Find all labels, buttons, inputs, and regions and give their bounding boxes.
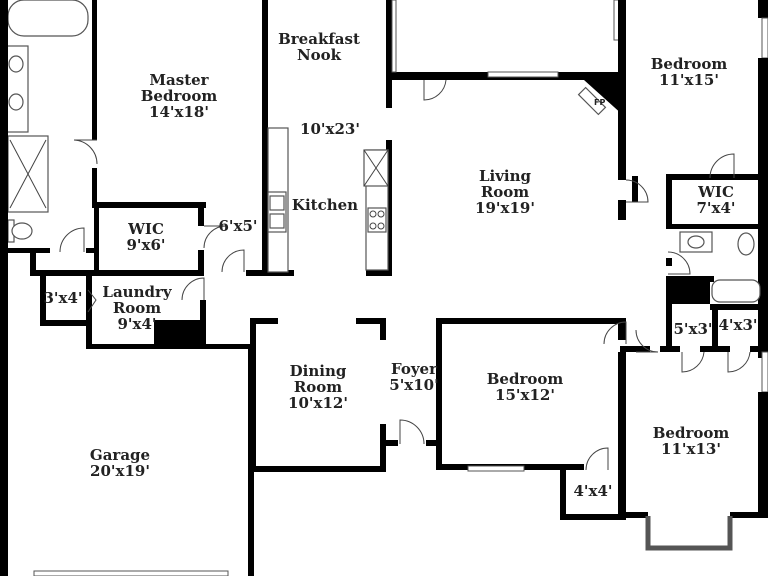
room-living-room: Living Room 19'x19' bbox=[475, 168, 535, 216]
room-bedroom-se: Bedroom 11'x13' bbox=[653, 425, 730, 457]
room-breakfast-nook: Breakfast Nook bbox=[274, 31, 364, 63]
room-name: WIC bbox=[128, 220, 164, 238]
room-laundry: Laundry Room 9'x4' bbox=[97, 284, 177, 332]
room-closet-5x3: 5'x3' bbox=[673, 321, 712, 337]
bathtub-icon bbox=[7, 0, 89, 37]
master-bath-fixtures bbox=[5, 0, 89, 243]
room-name: Breakfast Nook bbox=[278, 30, 360, 64]
room-master-bedroom: Master Bedroom 14'x18' bbox=[139, 72, 219, 120]
room-dimensions: 11'x13' bbox=[661, 440, 721, 458]
room-dimensions: 5'x3' bbox=[673, 320, 713, 338]
room-name: Foyer bbox=[390, 360, 437, 378]
fireplace-label: FP bbox=[594, 98, 606, 107]
room-name: Laundry Room bbox=[102, 283, 172, 317]
room-dimensions: 9'x4' bbox=[117, 315, 157, 333]
bathtub-icon bbox=[711, 279, 761, 303]
room-dimensions: 15'x12' bbox=[495, 386, 555, 404]
room-name: Master Bedroom bbox=[140, 71, 218, 105]
room-name: Bedroom bbox=[486, 370, 564, 388]
room-dimensions: 4'x4' bbox=[573, 482, 613, 500]
doors bbox=[59, 79, 751, 471]
sink-icon bbox=[8, 93, 24, 111]
fireplace bbox=[584, 80, 624, 116]
room-dimensions: 7'x4' bbox=[696, 199, 736, 217]
room-dimensions: 20'x19' bbox=[90, 462, 150, 480]
toilet-bowl-icon bbox=[11, 222, 33, 240]
room-name: Living Room bbox=[478, 167, 532, 201]
room-name: WIC bbox=[698, 183, 734, 201]
sink-icon bbox=[8, 55, 24, 73]
room-nook-dimensions: 10'x23' bbox=[300, 121, 360, 137]
room-dimensions: 14'x18' bbox=[149, 103, 209, 121]
room-dimensions: 5'x10' bbox=[389, 376, 439, 394]
room-dimensions: 11'x15' bbox=[659, 71, 719, 89]
room-dimensions: 6'x5' bbox=[218, 217, 258, 235]
room-dimensions: 10'x12' bbox=[288, 394, 348, 412]
room-name: Garage bbox=[89, 446, 151, 464]
room-closet-3x4: 3'x4' bbox=[43, 290, 82, 306]
room-name: Kitchen bbox=[291, 196, 359, 214]
room-closet-6x5: 6'x5' bbox=[218, 218, 257, 234]
room-garage: Garage 20'x19' bbox=[90, 447, 150, 479]
room-closet-4x3: 4'x3' bbox=[718, 317, 757, 333]
room-name: Bedroom bbox=[652, 424, 730, 442]
room-kitchen: Kitchen bbox=[292, 197, 358, 213]
room-dimensions: 10'x23' bbox=[300, 120, 360, 138]
room-name: Bedroom bbox=[650, 55, 728, 73]
room-dimensions: 19'x19' bbox=[475, 199, 535, 217]
room-closet-4x4: 4'x4' bbox=[573, 483, 612, 499]
toilet-icon bbox=[737, 232, 755, 256]
room-bedroom-ne: Bedroom 11'x15' bbox=[651, 56, 728, 88]
stove-icon bbox=[367, 207, 387, 233]
room-dimensions: 9'x6' bbox=[126, 236, 166, 254]
room-wic-master: WIC 9'x6' bbox=[126, 221, 165, 253]
room-bedroom-mid: Bedroom 15'x12' bbox=[487, 371, 564, 403]
kitchen-sink-icon bbox=[269, 195, 285, 211]
room-name: Dining Room bbox=[289, 362, 347, 396]
room-dimensions: 3'x4' bbox=[43, 289, 83, 307]
room-foyer: Foyer 5'x10' bbox=[389, 361, 438, 393]
room-dining: Dining Room 10'x12' bbox=[288, 363, 348, 411]
room-dimensions: 4'x3' bbox=[718, 316, 758, 334]
room-wic-ne: WIC 7'x4' bbox=[696, 184, 735, 216]
